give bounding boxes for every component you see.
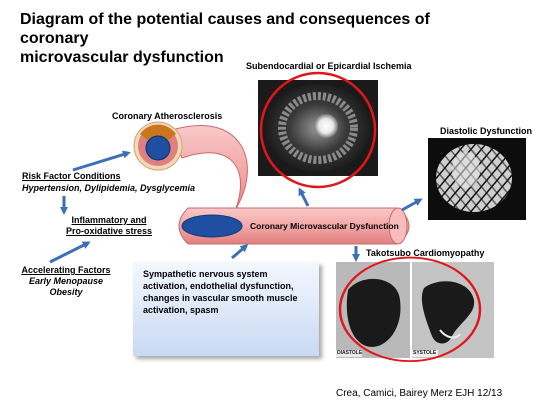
vessel-curve: [171, 124, 248, 219]
title-line-2: microvascular dysfunction: [20, 49, 224, 66]
label-accel-line-1: Early Menopause: [28, 276, 104, 286]
takotsubo-image: [336, 256, 494, 363]
label-ischemia: Subendocardial or Epicardial Ischemia: [246, 61, 412, 71]
title-line-1: Diagram of the potential causes and cons…: [20, 11, 430, 47]
mechanism-box: Sympathetic nervous system activation, e…: [133, 262, 319, 356]
label-accelerating-factors: Accelerating Factors Early Menopause Obe…: [18, 265, 114, 298]
diastolic-image: [428, 138, 526, 220]
label-risk-factor-detail: Hypertension, Dylipidemia, Dysglycemia: [22, 183, 196, 193]
label-inflammatory: Inflammatory and Pro-oxidative stress: [54, 215, 164, 237]
label-takotsubo: Takotsubo Cardiomyopathy: [366, 248, 485, 258]
label-systole: SYSTOLE: [413, 350, 437, 356]
ischemia-mri-image: [258, 71, 378, 189]
arrow-risk-to-athero: [72, 150, 131, 172]
arrow-cmd-to-ischemia: [298, 187, 310, 207]
page-title: Diagram of the potential causes and cons…: [20, 10, 440, 67]
label-inflammatory-line-2: Pro-oxidative stress: [65, 226, 153, 236]
vessel-lumen-oval: [181, 214, 243, 238]
arrow-cmd-to-diastolic: [401, 198, 423, 212]
label-diastolic-dysfunction: Diastolic Dysfunction: [440, 126, 533, 136]
label-accel-heading: Accelerating Factors: [21, 265, 111, 275]
label-diastole: DIASTOLE: [337, 350, 363, 356]
label-risk-factor-heading: Risk Factor Conditions: [22, 171, 121, 181]
citation: Crea, Camici, Bairey Merz EJH 12/13: [336, 388, 503, 399]
label-accel-line-2: Obesity: [49, 287, 83, 297]
vessel-tube-end: [388, 207, 408, 245]
arrow-accel-to-inflammatory: [49, 241, 91, 264]
label-inflammatory-line-1: Inflammatory and: [71, 215, 147, 225]
atherosclerosis-cross-section: [133, 121, 183, 171]
label-coronary-atherosclerosis: Coronary Atherosclerosis: [112, 111, 223, 121]
label-cmd: Coronary Microvascular Dysfunction: [250, 221, 399, 231]
arrow-box-to-cmd: [231, 244, 249, 260]
